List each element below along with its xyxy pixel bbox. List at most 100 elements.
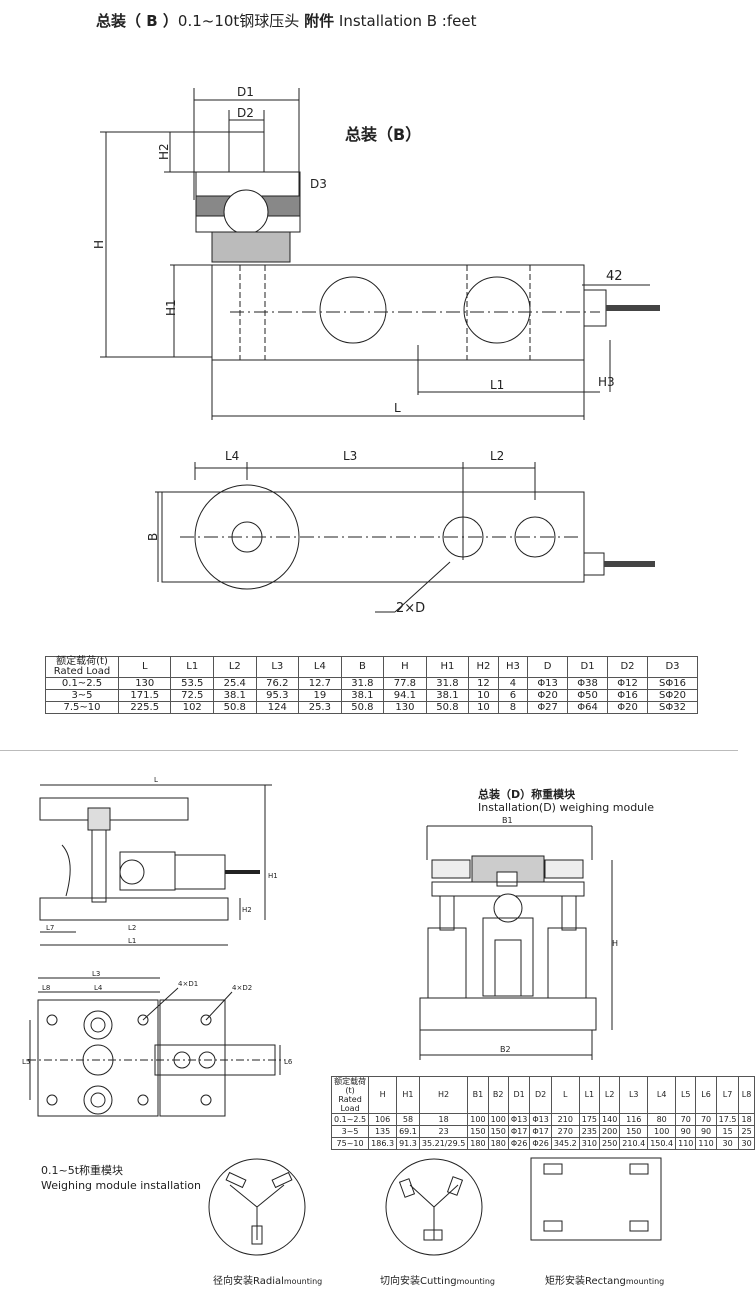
header-cell: L1 — [170, 656, 215, 678]
module-dim-l7: L7 — [46, 924, 54, 932]
table-cell: 235 — [578, 1125, 601, 1138]
module-d-b1: B1 — [502, 816, 513, 825]
table-cell: Φ50 — [567, 689, 609, 702]
assembly-b-label: 总装（B） — [345, 125, 421, 144]
table-cell: 171.5 — [117, 689, 172, 702]
module-d-h: H — [612, 939, 618, 948]
table-cell: 70 — [675, 1113, 697, 1126]
table-cell: 76.2 — [255, 677, 300, 690]
table-cell: 0.1~2.5 — [45, 677, 119, 690]
header-cell: D2 — [607, 656, 648, 678]
caption-rectang-en: mounting — [625, 1277, 665, 1286]
table-cell: 100 — [467, 1113, 489, 1126]
table-cell: 6 — [497, 689, 529, 702]
dim-2xd: 2×D — [396, 601, 425, 616]
header-cell: D1 — [567, 656, 609, 678]
table-cell: 12.7 — [298, 677, 342, 690]
weighing-module-top-view: L3 L8 L4 L5 L6 4×D1 4×D2 — [22, 970, 293, 1117]
module-dim-h1: H1 — [268, 872, 278, 880]
table-cell: 270 — [550, 1125, 580, 1138]
table-cell: 8 — [497, 701, 529, 714]
table-cell: 15 — [715, 1125, 740, 1138]
table-cell: 116 — [619, 1113, 649, 1126]
table-cell: 17.5 — [715, 1113, 740, 1126]
table-cell: 175 — [578, 1113, 601, 1126]
title-range: 0.1~10t钢球压头 — [177, 12, 300, 30]
dim-h: H — [92, 240, 106, 249]
title-attach: 附件 — [304, 12, 335, 30]
header-cell: L4 — [298, 656, 342, 678]
header-cell: D3 — [647, 656, 698, 678]
caption-radial-cn: 径向安装Radial — [213, 1276, 284, 1287]
caption-cutting-cn: 切向安装Cutting — [380, 1276, 457, 1287]
table-cell: 124 — [255, 701, 300, 714]
table-cell: 10 — [468, 701, 499, 714]
header-cell: L3 — [619, 1076, 649, 1114]
table-cell: Φ26 — [529, 1137, 552, 1150]
table-cell: 100 — [647, 1125, 677, 1138]
table-cell: 53.5 — [170, 677, 215, 690]
table-cell: 25.4 — [213, 677, 257, 690]
table-cell: 19 — [298, 689, 342, 702]
title-paren: （ B ） — [126, 12, 178, 30]
caption-radial-en: mounting — [283, 1277, 323, 1286]
dim-l4: L4 — [225, 449, 239, 463]
module-dim-l: L — [154, 776, 158, 784]
table-cell: 38.1 — [425, 689, 470, 702]
table-cell: 150 — [487, 1125, 509, 1138]
table-cell: 70 — [695, 1113, 717, 1126]
install-title: 0.1~5t称重模块 Weighing module installation — [41, 1163, 201, 1193]
table-cell: Φ13 — [507, 1113, 531, 1126]
header-cell: L4 — [647, 1076, 677, 1114]
header-cell: L6 — [695, 1076, 717, 1114]
table-cell: SΦ32 — [647, 701, 698, 714]
table-cell: 7.5~10 — [45, 701, 119, 714]
table-cell: Φ13 — [529, 1113, 552, 1126]
caption-cutting-en: mounting — [456, 1277, 495, 1286]
table-cell: 38.1 — [340, 689, 385, 702]
table-cell: 0.1~2.5 — [330, 1113, 370, 1126]
header-cell: L — [117, 656, 172, 678]
table-cell: Φ20 — [527, 689, 569, 702]
title-english: Installation B :feet — [338, 12, 477, 30]
header-cell: D1 — [507, 1076, 531, 1114]
table-header-row: 额定载荷(t) Rated Load L L1 L2 L3 L4 B H H1 … — [45, 656, 698, 678]
table-cell: 38.1 — [213, 689, 257, 702]
module-d-title-cn: 总装（D）称重模块 — [478, 788, 576, 801]
dim-h1: H1 — [164, 299, 178, 316]
table-cell: 75~10 — [330, 1137, 370, 1150]
table-cell: 58 — [396, 1113, 420, 1126]
mounting-diagrams — [208, 1157, 662, 1256]
spec-table-b: 额定载荷(t) Rated Load L L1 L2 L3 L4 B H H1 … — [45, 656, 698, 714]
spec-table-d: 额定载荷(t) Rated Load H H1 H2 B1 B2 D1 D2 L… — [330, 1076, 755, 1150]
header-cell: B — [340, 656, 385, 678]
caption-rectang-cn: 矩形安装Rectang — [545, 1276, 626, 1287]
module-dim-l1: L1 — [128, 937, 136, 945]
header-cell: D — [527, 656, 569, 678]
table-cell: 31.8 — [425, 677, 470, 690]
module-dim-l3: L3 — [92, 970, 100, 978]
table-cell: 210 — [550, 1113, 580, 1126]
installation-b-side-view: D1 D2 D3 H2 H H1 42 H3 L1 L 总装（B） — [92, 85, 660, 420]
install-title-cn: 0.1~5t称重模块 — [41, 1164, 124, 1177]
module-dim-d2: 4×D2 — [232, 984, 252, 992]
module-dim-d1: 4×D1 — [178, 980, 198, 988]
module-dim-l5: L5 — [22, 1058, 30, 1066]
header-cell: D2 — [529, 1076, 552, 1114]
dim-l1: L1 — [490, 378, 504, 392]
dim-d1: D1 — [237, 85, 254, 99]
table-cell: 10 — [468, 689, 499, 702]
header-cell: L — [550, 1076, 580, 1114]
table-cell: 150 — [467, 1125, 489, 1138]
module-d-title: 总装（D）称重模块 Installation(D) weighing modul… — [478, 788, 654, 814]
header-cell: H — [383, 656, 427, 678]
table-cell: Φ16 — [607, 689, 648, 702]
table-cell: 12 — [468, 677, 499, 690]
header-cell: L8 — [738, 1076, 755, 1114]
table-cell: 50.8 — [213, 701, 257, 714]
table-cell: 200 — [599, 1125, 621, 1138]
header-cell: H — [368, 1076, 398, 1114]
dim-l: L — [394, 401, 401, 415]
